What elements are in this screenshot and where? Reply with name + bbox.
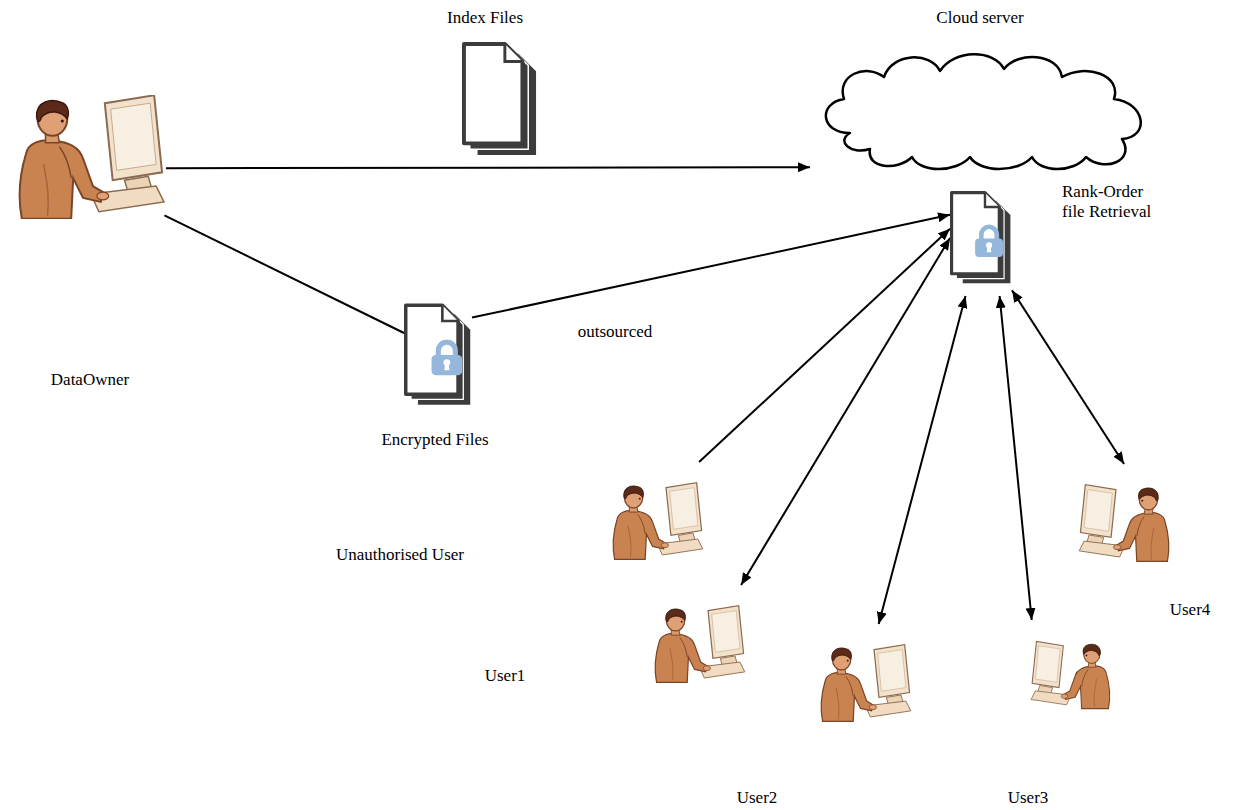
doc-graphic — [462, 42, 538, 157]
node-label: DataOwner — [51, 370, 129, 390]
node-label: User4 — [1170, 600, 1211, 620]
connector-arrow — [472, 215, 950, 318]
connector-arrow — [164, 215, 404, 333]
node-label: Index Files — [447, 8, 523, 28]
cloud-shape: Cloud server — [810, 45, 1160, 175]
user-icon: DataOwner — [8, 95, 166, 219]
doc-symbol — [952, 193, 1011, 284]
person-symbol — [1079, 485, 1168, 562]
person-symbol — [20, 95, 164, 218]
person-graphic — [1078, 464, 1176, 582]
document-icon: Rank-Order file Retrieval — [950, 180, 1012, 296]
connector-arrow — [166, 166, 810, 169]
connector-arrow — [1000, 296, 1032, 620]
person-symbol — [821, 645, 910, 722]
connector-arrow — [741, 238, 950, 585]
person-symbol — [1031, 641, 1110, 708]
person-symbol — [613, 483, 702, 560]
person-graphic — [1030, 620, 1116, 730]
cloud-symbol — [826, 54, 1141, 169]
cloud-graphic — [810, 45, 1160, 175]
lock-symbol — [432, 342, 463, 375]
node-label: Rank-Order file Retrieval — [1062, 182, 1167, 223]
document-icon: Encrypted Files — [404, 300, 472, 410]
node-label: Cloud server — [936, 8, 1023, 28]
person-symbol — [655, 606, 744, 683]
user-icon: Unauthorised User — [606, 462, 704, 580]
user-icon: User1 — [648, 585, 746, 703]
connector-arrow — [699, 229, 950, 462]
user-icon: User2 — [814, 624, 912, 742]
user-icon: User3 — [1030, 620, 1116, 730]
node-label: Encrypted Files — [381, 430, 488, 450]
person-graphic — [606, 462, 704, 580]
node-label: User1 — [485, 666, 526, 686]
person-graphic — [8, 95, 166, 219]
connector-arrow — [879, 296, 966, 624]
node-label: User2 — [737, 788, 778, 808]
doc-graphic — [404, 300, 472, 410]
flow-note: outsourced — [576, 322, 655, 342]
lock-symbol — [975, 227, 1003, 257]
node-label: Unauthorised User — [336, 545, 464, 565]
connector-arrow — [1012, 290, 1124, 464]
person-graphic — [648, 585, 746, 703]
doc-graphic — [950, 180, 1012, 296]
node-label: User3 — [1008, 788, 1049, 808]
document-icon: Index Files — [462, 42, 538, 157]
doc-symbol — [406, 305, 471, 404]
user-icon: User4 — [1078, 464, 1176, 582]
person-graphic — [814, 624, 912, 742]
doc-symbol — [464, 44, 536, 155]
